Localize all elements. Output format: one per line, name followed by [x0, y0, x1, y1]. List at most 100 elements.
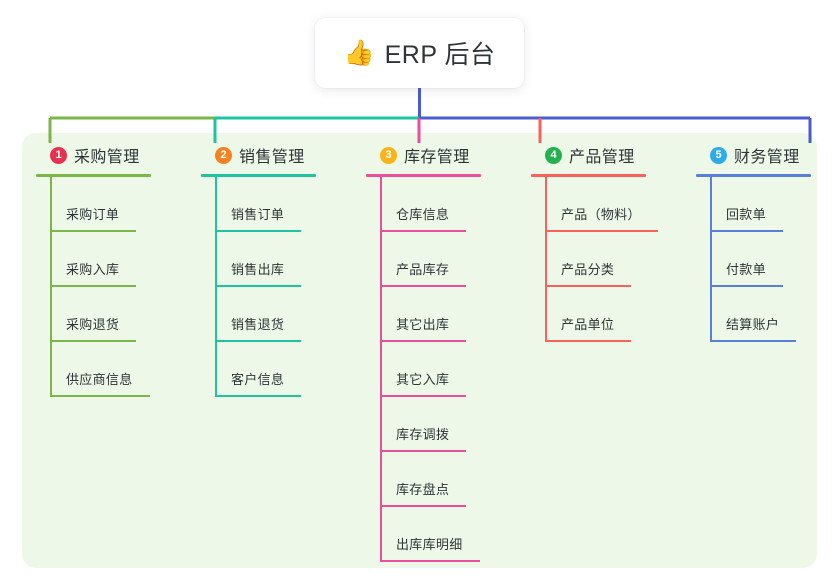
branch-item-label: 产品库存 [396, 262, 450, 277]
branch-item[interactable]: 结算账户 [696, 287, 839, 342]
branch-items: 仓库信息产品库存其它出库其它入库库存调拨库存盘点出库库明细 [366, 177, 516, 562]
branch-title: 采购管理 [74, 149, 140, 166]
branch-item-label: 客户信息 [231, 372, 285, 387]
branch-item[interactable]: 库存调拨 [366, 397, 516, 452]
branch-item-underline [380, 285, 466, 287]
branch-header-1[interactable]: 1 采购管理 [36, 143, 186, 167]
branch-item[interactable]: 其它出库 [366, 287, 516, 342]
branch-item[interactable]: 库存盘点 [366, 452, 516, 507]
branch-header-2[interactable]: 2 销售管理 [201, 143, 351, 167]
branch-title: 销售管理 [239, 149, 305, 166]
branch-item-underline [380, 560, 480, 562]
branch-item-label: 产品单位 [561, 317, 615, 332]
branch-item[interactable]: 供应商信息 [36, 342, 186, 397]
root-node[interactable]: 👍 ERP 后台 [315, 18, 524, 88]
branch-item-label: 产品（物料） [561, 207, 641, 222]
branch-item-underline [545, 340, 631, 342]
branch-item[interactable]: 销售退货 [201, 287, 351, 342]
branch-header-4[interactable]: 4 产品管理 [531, 143, 686, 167]
branch-item[interactable]: 采购入库 [36, 232, 186, 287]
branch-item[interactable]: 仓库信息 [366, 177, 516, 232]
branch-item[interactable]: 销售出库 [201, 232, 351, 287]
branch-item-label: 销售退货 [231, 317, 285, 332]
branch-item-label: 采购入库 [66, 262, 120, 277]
branch-item[interactable]: 其它入库 [366, 342, 516, 397]
branch-item-label: 销售订单 [231, 207, 285, 222]
branch-item-underline [50, 285, 136, 287]
branch-item[interactable]: 产品（物料） [531, 177, 686, 232]
branch-item-underline [380, 450, 466, 452]
branch-item-underline [50, 230, 136, 232]
branch-number-badge: 2 [215, 146, 232, 164]
branch-item-label: 产品分类 [561, 262, 615, 277]
branch-number-badge: 1 [50, 146, 67, 164]
diagram-background-panel [22, 133, 817, 568]
branch-underline [531, 174, 646, 177]
branch-item-label: 出库库明细 [396, 537, 463, 552]
branch-item-label: 库存盘点 [396, 482, 450, 497]
branch-item-underline [380, 230, 466, 232]
branch-item-underline [50, 395, 150, 397]
branch-item-underline [380, 505, 466, 507]
branch-item[interactable]: 回款单 [696, 177, 839, 232]
branch-header-3[interactable]: 3 库存管理 [366, 143, 516, 167]
branch-item-label: 采购退货 [66, 317, 120, 332]
branch-column-1: 1 采购管理采购订单采购入库采购退货供应商信息 [36, 143, 186, 397]
branch-underline [36, 174, 151, 177]
branch-item-label: 采购订单 [66, 207, 120, 222]
branch-spine [710, 177, 712, 342]
branch-underline [201, 174, 316, 177]
branch-item-underline [545, 285, 631, 287]
branch-item-underline [380, 395, 466, 397]
branch-item-underline [215, 285, 301, 287]
branch-item[interactable]: 客户信息 [201, 342, 351, 397]
branch-underline [366, 174, 481, 177]
branch-spine [50, 177, 52, 397]
branch-column-4: 4 产品管理产品（物料） 产品分类产品单位 [531, 143, 686, 342]
branch-items: 销售订单销售出库销售退货客户信息 [201, 177, 351, 397]
branch-item-label: 仓库信息 [396, 207, 450, 222]
branch-item-underline [215, 395, 301, 397]
branch-item-underline [50, 340, 136, 342]
branch-spine [380, 177, 382, 562]
branch-item-underline [215, 230, 301, 232]
branch-item-label: 回款单 [726, 207, 766, 222]
branch-item[interactable]: 付款单 [696, 232, 839, 287]
branch-title: 产品管理 [569, 149, 635, 166]
branch-item-label: 供应商信息 [66, 372, 133, 387]
branch-item-underline [710, 285, 783, 287]
branch-item[interactable]: 采购订单 [36, 177, 186, 232]
branch-item[interactable]: 产品分类 [531, 232, 686, 287]
branch-item-underline [380, 340, 466, 342]
branch-spine [215, 177, 217, 397]
branch-item[interactable]: 销售订单 [201, 177, 351, 232]
root-node-title: ERP 后台 [384, 41, 496, 69]
branch-item-underline [215, 340, 301, 342]
branch-item[interactable]: 采购退货 [36, 287, 186, 342]
branch-number-badge: 3 [380, 146, 397, 164]
branch-item[interactable]: 出库库明细 [366, 507, 516, 562]
branch-item[interactable]: 产品库存 [366, 232, 516, 287]
branch-number-badge: 5 [710, 146, 727, 164]
branch-item-label: 销售出库 [231, 262, 285, 277]
branch-item-label: 结算账户 [726, 317, 780, 332]
branch-items: 采购订单采购入库采购退货供应商信息 [36, 177, 186, 397]
branch-item-underline [545, 230, 658, 232]
branch-item-label: 库存调拨 [396, 427, 450, 442]
branch-item[interactable]: 产品单位 [531, 287, 686, 342]
branch-spine [545, 177, 547, 342]
branch-item-label: 其它出库 [396, 317, 450, 332]
branch-item-underline [710, 230, 783, 232]
thumbs-up-icon: 👍 [343, 38, 375, 67]
branch-item-label: 其它入库 [396, 372, 450, 387]
branch-column-2: 2 销售管理销售订单销售出库销售退货客户信息 [201, 143, 351, 397]
branch-item-label: 付款单 [726, 262, 766, 277]
branch-item-underline [710, 340, 796, 342]
branch-title: 库存管理 [404, 149, 470, 166]
branch-number-badge: 4 [545, 146, 562, 164]
branch-items: 产品（物料） 产品分类产品单位 [531, 177, 686, 342]
branch-column-3: 3 库存管理仓库信息产品库存其它出库其它入库库存调拨库存盘点出库库明细 [366, 143, 516, 562]
